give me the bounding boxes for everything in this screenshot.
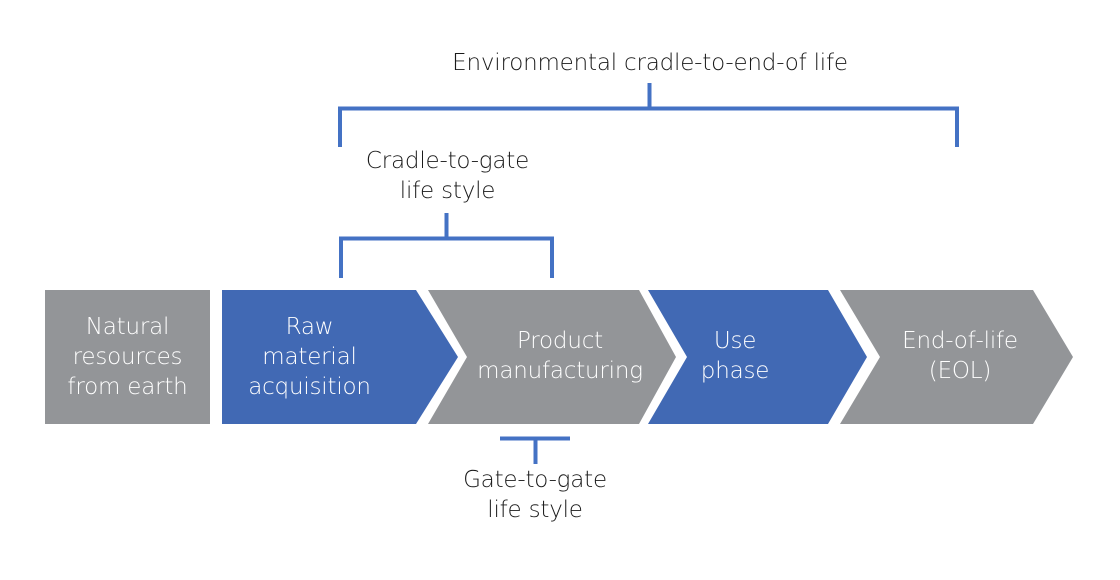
stage-label-line: Raw (285, 314, 334, 340)
bracket-label-line: life style (487, 497, 583, 523)
stage-product-manufacturing-shape (428, 290, 676, 424)
bracket-cradle-to-gate-label: Cradle-to-gate life style (330, 146, 565, 206)
bracket-gate-to-gate-label: Gate-to-gate life style (425, 465, 645, 525)
bracket-cradle-to-gate-arms (339, 236, 554, 278)
stage-label-line: resources (72, 344, 183, 370)
stage-label-line: Use (713, 328, 757, 354)
stage-end-of-life-shape (840, 290, 1073, 424)
stage-label-line: Product (517, 328, 603, 354)
stage-end-of-life-label: End-of-life (EOL) (870, 326, 1050, 386)
bracket-cradle-to-gate (339, 213, 554, 278)
stage-raw-material-label: Raw material acquisition (222, 312, 397, 402)
stage-use-phase-label: Use phase (680, 326, 790, 386)
stage-label-line: End-of-life (902, 328, 1018, 354)
stage-label-line: acquisition (248, 374, 371, 400)
bracket-cradle-to-end-arms (338, 106, 959, 147)
bracket-gate-to-gate (500, 436, 570, 464)
bracket-label-line: Environmental cradle-to-end-of life (452, 50, 848, 76)
stage-label-line: (EOL) (928, 358, 992, 384)
bracket-cradle-to-end (338, 83, 959, 147)
stage-label-line: material (262, 344, 357, 370)
bracket-label-line: life style (399, 178, 496, 204)
stage-label-line: manufacturing (477, 358, 643, 384)
stage-label-line: from earth (67, 374, 188, 400)
stage-label-line: phase (700, 358, 770, 384)
stage-natural-resources-shape (45, 290, 210, 424)
stage-natural-resources-label: Natural resources from earth (45, 312, 210, 402)
bracket-label-line: Gate-to-gate (463, 467, 607, 493)
stage-raw-material-shape (222, 290, 458, 424)
stage-label-line: Natural (85, 314, 170, 340)
stage-use-phase-shape (648, 290, 867, 424)
bracket-cradle-to-end-label: Environmental cradle-to-end-of life (400, 48, 900, 78)
bracket-label-line: Cradle-to-gate (365, 148, 530, 174)
stage-product-manufacturing-label: Product manufacturing (450, 326, 670, 386)
